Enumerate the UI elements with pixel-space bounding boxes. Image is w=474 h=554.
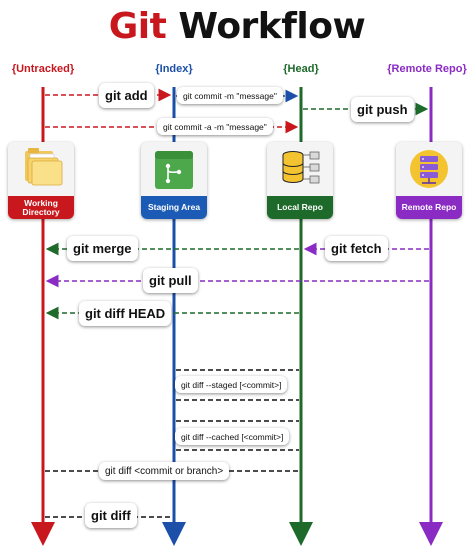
card-remote-repo: Remote Repo	[396, 142, 462, 219]
lane-label-untracked: {Untracked}	[11, 63, 75, 75]
command-git-fetch: git fetch	[325, 236, 388, 261]
database-icon	[282, 151, 320, 184]
lane-label-head: {Head}	[283, 63, 319, 75]
card-label-working-directory: Working Directory	[8, 196, 74, 219]
lane-label-remote: {Remote Repo}	[387, 63, 467, 75]
diagram-title: Git Workflow	[0, 6, 474, 47]
title-git: Git	[108, 6, 167, 47]
card-staging-area: Staging Area	[141, 142, 207, 219]
command-diff-head: git diff HEAD	[79, 301, 172, 326]
card-local-repo: Local Repo	[267, 142, 333, 219]
command-diff-cached: git diff --cached [<commit>]	[175, 428, 290, 445]
command-git-push: git push	[351, 97, 414, 122]
command-commit-m: git commit -m "message"	[177, 87, 283, 104]
folder-icon	[25, 148, 63, 186]
card-label-remote-repo: Remote Repo	[396, 196, 462, 219]
command-diff-staged: git diff --staged [<commit>]	[175, 376, 288, 393]
server-icon	[410, 150, 448, 188]
lane-label-index: {Index}	[155, 63, 193, 75]
command-git-pull: git pull	[143, 268, 198, 293]
command-diff-commit-branch: git diff <commit or branch>	[99, 462, 230, 480]
card-label-local-repo: Local Repo	[267, 196, 333, 219]
command-git-merge: git merge	[67, 236, 138, 261]
title-workflow: Workflow	[178, 6, 366, 47]
card-working-directory: Working Directory	[8, 142, 74, 219]
command-git-diff: git diff	[85, 503, 137, 528]
command-commit-a-m: git commit -a -m "message"	[157, 118, 273, 135]
card-label-staging-area: Staging Area	[141, 196, 207, 219]
command-git-add: git add	[99, 83, 154, 108]
git-branch-icon	[155, 151, 193, 189]
